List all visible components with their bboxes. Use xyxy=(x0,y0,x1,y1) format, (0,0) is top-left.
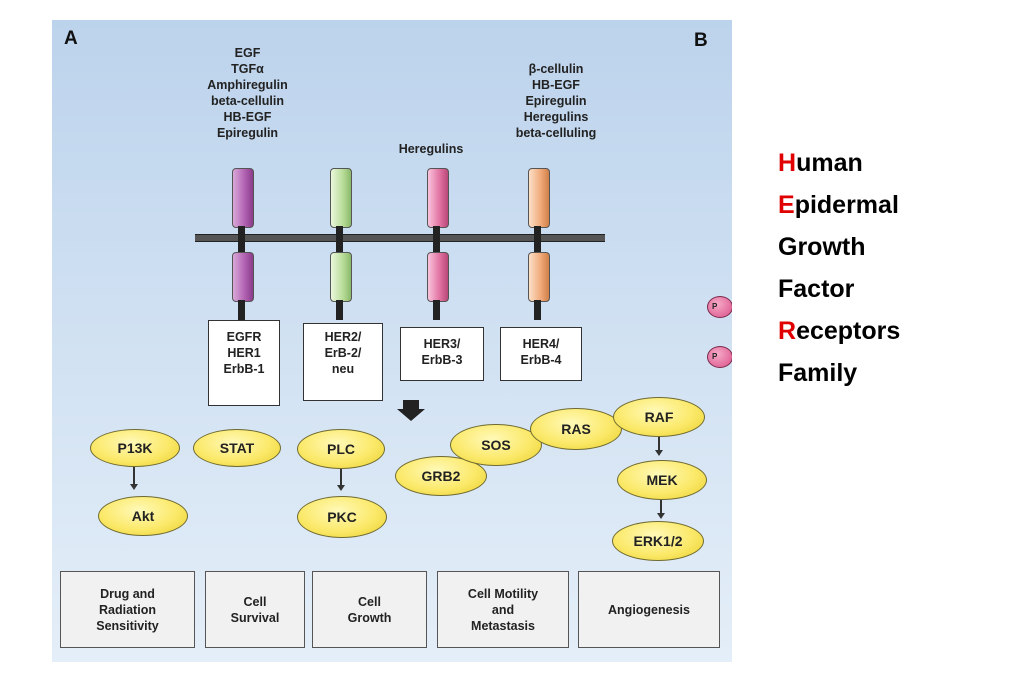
legend-rest: Factor xyxy=(778,275,855,303)
pathway-diagram-panel xyxy=(52,20,732,662)
ligands-her4: β-cellulin HB-EGF Epiregulin Heregulins … xyxy=(515,62,597,140)
outcome-cell-motility-metastasis: Cell Motility and Metastasis xyxy=(437,571,569,648)
receptor-egfr-tail xyxy=(238,300,245,320)
ligands-egfr: EGF TGFα Amphiregulin beta-cellulin HB-E… xyxy=(207,46,288,140)
ligands-her3: Heregulins xyxy=(398,142,464,156)
receptor-her2-transmembrane xyxy=(336,226,343,252)
panel-label-a: A xyxy=(64,28,78,49)
receptor-her4-extracellular xyxy=(528,168,550,228)
node-ras: RAS xyxy=(530,408,622,450)
legend-rest: pidermal xyxy=(794,191,899,219)
receptor-her3-tail xyxy=(433,300,440,320)
arrow-raf-mek-icon xyxy=(655,437,662,456)
node-pkc: PKC xyxy=(297,496,387,538)
node-raf: RAF xyxy=(613,397,705,437)
receptor-her2-tail xyxy=(336,300,343,320)
outcome-cell-survival: Cell Survival xyxy=(205,571,305,648)
receptor-her4-transmembrane xyxy=(534,226,541,252)
outcome-angiogenesis: Angiogenesis xyxy=(578,571,720,648)
legend-rest: Family xyxy=(778,359,858,387)
legend-line-epidermal: Epidermal xyxy=(778,184,900,226)
outcome-drug-radiation-sensitivity: Drug and Radiation Sensitivity xyxy=(60,571,195,648)
arrow-mek-erk-icon xyxy=(657,500,664,519)
legend-rest: eceptors xyxy=(796,317,901,345)
node-mek: MEK xyxy=(617,460,707,500)
legend-line-growth: Growth xyxy=(778,226,900,268)
outcome-cell-growth: Cell Growth xyxy=(312,571,427,648)
receptor-her3-intracellular xyxy=(427,252,449,302)
receptor-egfr-intracellular xyxy=(232,252,254,302)
panel-label-b: B xyxy=(694,30,708,51)
legend-rest: uman xyxy=(796,149,863,177)
partial-node-clip: P P xyxy=(705,290,732,380)
arrow-p13k-akt-icon xyxy=(130,467,137,490)
node-stat: STAT xyxy=(193,429,281,467)
receptor-box-her4: HER4/ ErbB-4 xyxy=(500,327,582,381)
legend-line-receptors: Receptors xyxy=(778,310,900,352)
receptor-egfr-transmembrane xyxy=(238,226,245,252)
legend-rest: Growth xyxy=(778,233,866,261)
phosphate-node-1: P xyxy=(707,296,732,318)
receptor-her4-intracellular xyxy=(528,252,550,302)
legend-line-factor: Factor xyxy=(778,268,900,310)
receptor-her3-transmembrane xyxy=(433,226,440,252)
arrow-plc-pkc-icon xyxy=(337,469,344,491)
legend-line-human: Human xyxy=(778,142,900,184)
node-erk: ERK1/2 xyxy=(612,521,704,561)
legend-line-family: Family xyxy=(778,352,900,394)
receptor-box-egfr: EGFR HER1 ErbB-1 xyxy=(208,320,280,406)
legend-initial: E xyxy=(778,191,795,219)
legend-initial: R xyxy=(778,317,797,345)
node-p13k: P13K xyxy=(90,429,180,467)
receptor-her4-tail xyxy=(534,300,541,320)
receptor-her2-extracellular xyxy=(330,168,352,228)
receptor-box-her2: HER2/ ErB-2/ neu xyxy=(303,323,383,401)
receptor-box-her3: HER3/ ErbB-3 xyxy=(400,327,484,381)
legend-initial: H xyxy=(778,149,797,177)
cell-membrane xyxy=(195,234,605,242)
phosphate-node-2: P xyxy=(707,346,732,368)
her-acronym-legend: Human Epidermal Growth Factor Receptors … xyxy=(778,142,900,394)
receptor-egfr-extracellular xyxy=(232,168,254,228)
downstream-arrow-icon xyxy=(397,400,425,421)
node-plc: PLC xyxy=(297,429,385,469)
node-akt: Akt xyxy=(98,496,188,536)
receptor-her2-intracellular xyxy=(330,252,352,302)
receptor-her3-extracellular xyxy=(427,168,449,228)
node-sos: SOS xyxy=(450,424,542,466)
